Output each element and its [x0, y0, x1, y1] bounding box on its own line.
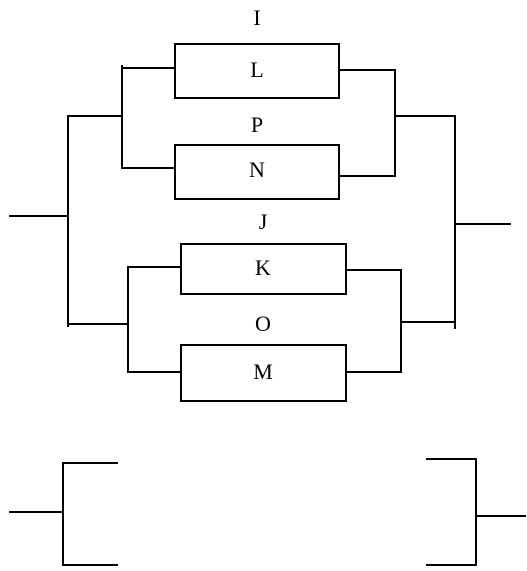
- component-n-label: N: [249, 157, 265, 182]
- upper-parallel-group: [67, 65, 456, 177]
- bottom-left-bracket: [9, 462, 118, 566]
- component-n-box: [174, 144, 340, 200]
- component-l-label: L: [250, 57, 263, 82]
- component-l: L I: [174, 5, 340, 99]
- component-k-label: K: [255, 255, 271, 280]
- component-l-box: [174, 43, 340, 99]
- component-l-above-label: I: [253, 5, 260, 30]
- component-n-above-label: P: [251, 112, 263, 137]
- component-k: K J: [180, 209, 347, 295]
- lower-parallel-group: [67, 266, 456, 373]
- component-k-above-label: J: [259, 209, 268, 234]
- component-m: M O: [180, 311, 347, 402]
- component-n: N P: [174, 112, 340, 200]
- component-m-label: M: [253, 359, 273, 384]
- outer-wiring: [9, 115, 511, 329]
- component-m-above-label: O: [255, 311, 271, 336]
- component-m-box: [180, 344, 347, 402]
- bottom-right-bracket: [426, 458, 526, 566]
- component-k-box: [180, 243, 347, 295]
